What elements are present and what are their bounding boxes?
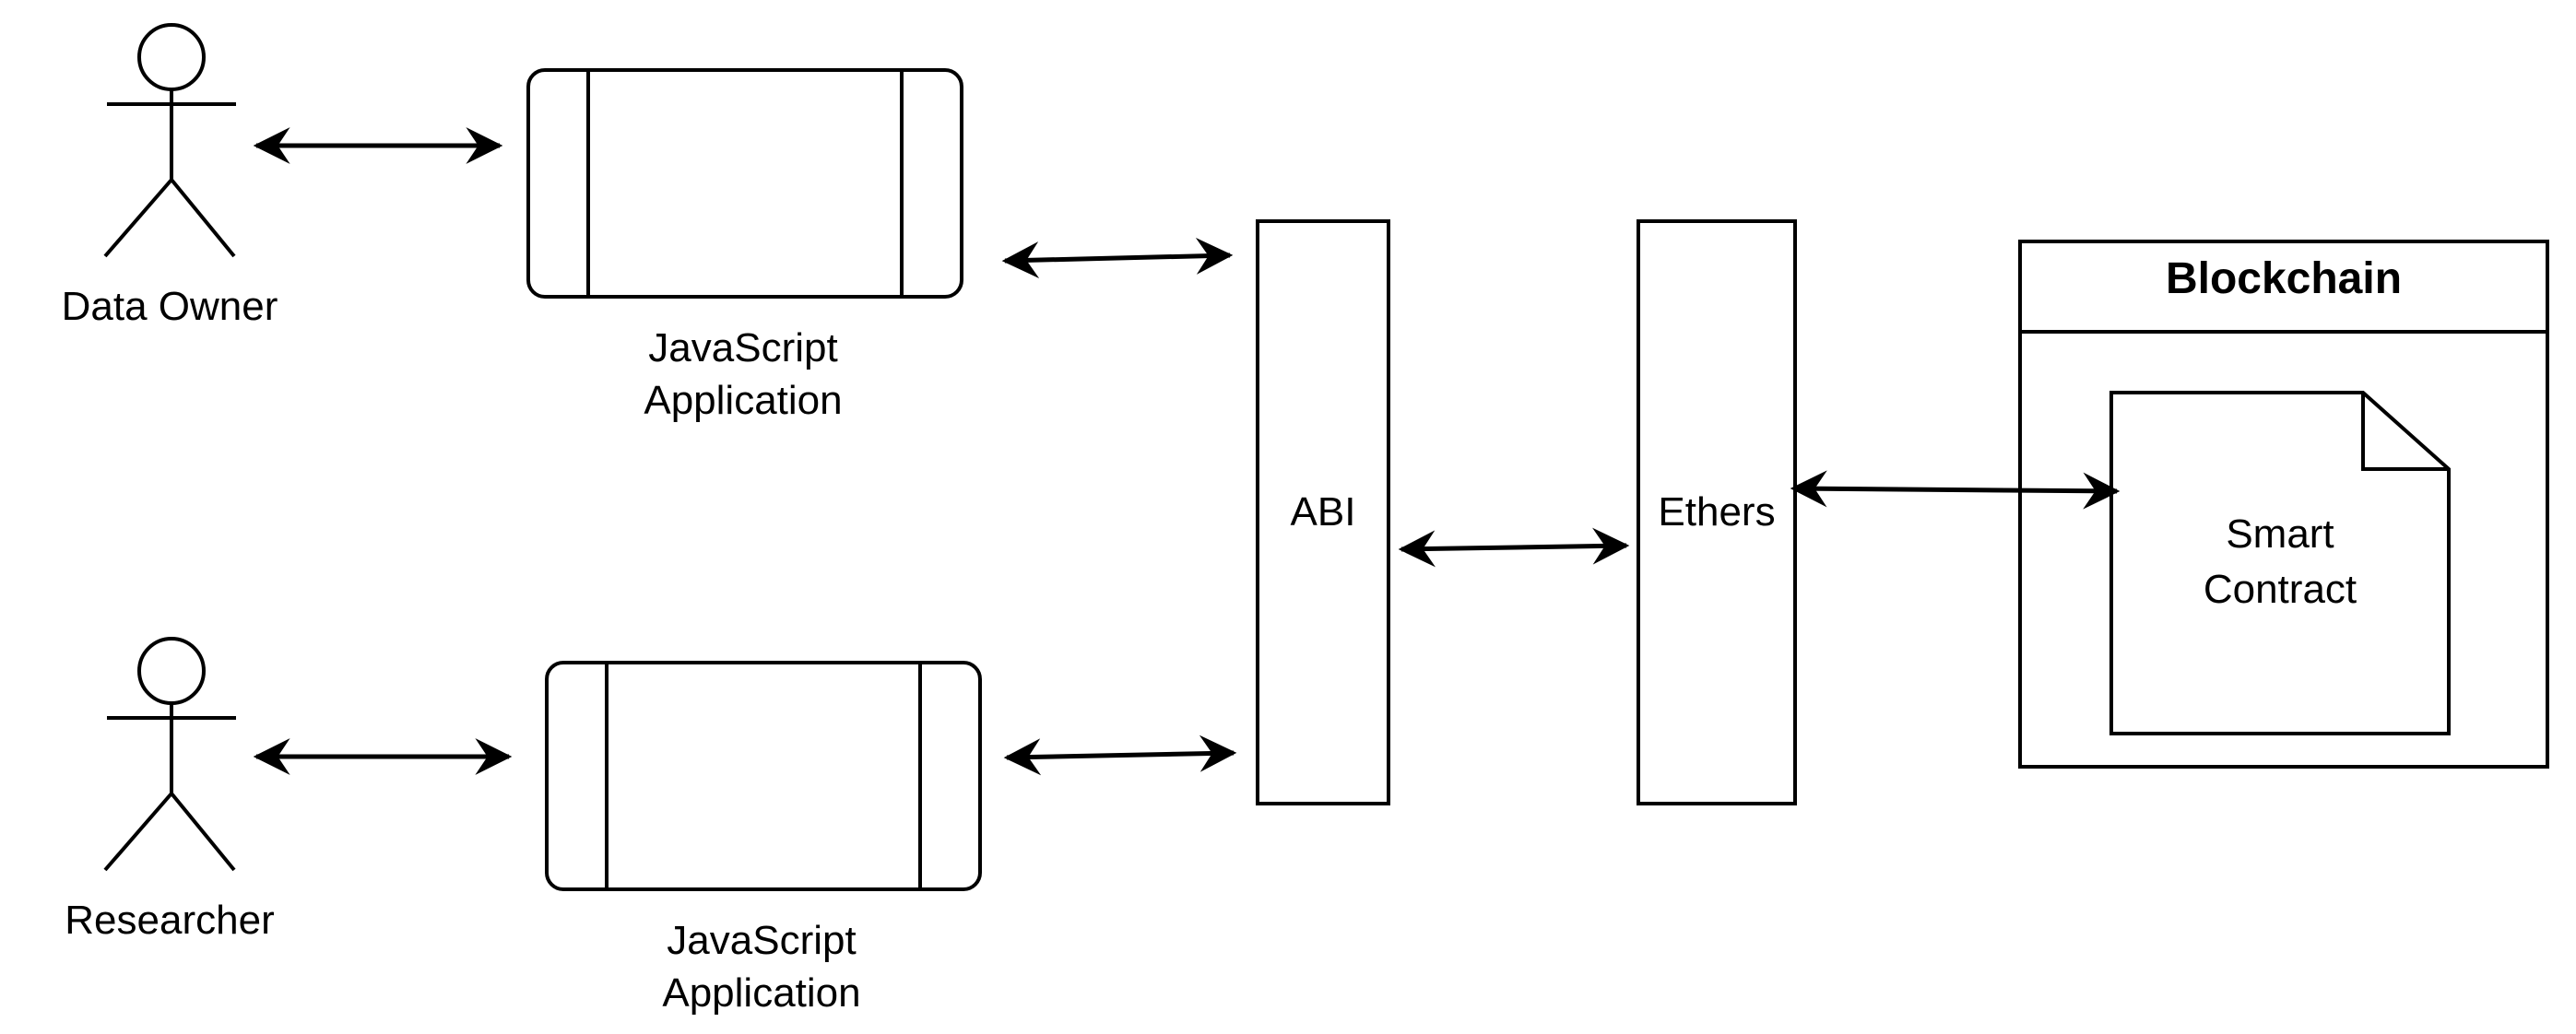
- blockchain-container: Blockchain Smart Contract: [2018, 240, 2549, 769]
- actor-label: Researcher: [65, 898, 274, 943]
- ethers-label: Ethers: [1658, 489, 1775, 535]
- actor-researcher: Researcher: [65, 637, 275, 943]
- js-application-top: JavaScript Application: [526, 68, 963, 423]
- app-label-line1: JavaScript: [648, 325, 837, 370]
- app-label-line2: Application: [644, 378, 842, 423]
- js-application-bottom: JavaScript Application: [545, 661, 982, 1016]
- actor-left-leg: [103, 792, 173, 872]
- actor-right-leg: [170, 178, 236, 258]
- abi-box: ABI: [1256, 219, 1390, 805]
- ethers-rect: [1637, 219, 1797, 805]
- actor-label: Data Owner: [62, 284, 278, 329]
- smart-contract-document: Smart Contract: [2109, 391, 2451, 735]
- document-fold: [2361, 393, 2449, 471]
- ethers-box: Ethers: [1637, 219, 1797, 805]
- app-label-line1: JavaScript: [667, 918, 856, 963]
- abi-rect: [1256, 219, 1390, 805]
- actor-head: [137, 23, 206, 91]
- app-label-line2: Application: [662, 970, 860, 1016]
- arrow-abi-ethers: [1398, 527, 1630, 568]
- arrow-ethers-smart-contract: [1790, 470, 2121, 510]
- smart-contract-label-line1: Smart: [2226, 511, 2334, 557]
- app-box: [545, 661, 982, 891]
- actor-head: [137, 637, 206, 705]
- actor-right-leg: [170, 792, 236, 872]
- connectors: [253, 127, 2121, 776]
- app-box: [526, 68, 963, 299]
- blockchain-rect: [2018, 240, 2549, 769]
- blockchain-title: Blockchain: [2166, 254, 2402, 303]
- arrow-app-bottom-abi: [1003, 734, 1237, 776]
- actor-data-owner: Data Owner: [62, 23, 278, 329]
- document-outline: [2109, 391, 2451, 735]
- smart-contract-label-line2: Contract: [2204, 567, 2357, 612]
- actor-left-leg: [103, 178, 173, 258]
- abi-label: ABI: [1291, 489, 1356, 535]
- arrow-app-top-abi: [1001, 237, 1234, 279]
